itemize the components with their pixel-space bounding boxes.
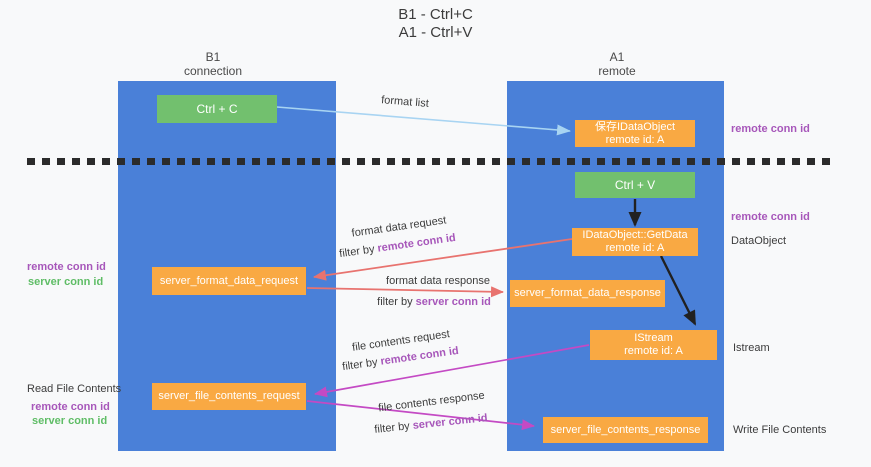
- server-format-data-request-box: server_format_data_request: [152, 267, 306, 295]
- server-file-contents-request-box: server_file_contents_request: [152, 383, 306, 410]
- remote-conn-id-right-top: remote conn id: [731, 123, 810, 135]
- server-format-data-request-label: server_format_data_request: [159, 274, 299, 287]
- dataobject-label: DataObject: [731, 235, 787, 247]
- lane-header-b1: B1 connection: [153, 50, 273, 78]
- session-separator-line: [27, 158, 833, 165]
- lane-header-a1: A1 remote: [557, 50, 677, 78]
- remote-conn-id-text-1: remote conn id: [376, 231, 457, 255]
- title-line-1: B1 - Ctrl+C: [398, 6, 473, 23]
- istream-side-label: Istream: [733, 342, 770, 354]
- istream-line2: remote id: A: [624, 345, 683, 357]
- format-list-label: format list: [380, 94, 430, 110]
- format-data-response-label: format data response: [386, 275, 490, 287]
- lane-b1-role: connection: [183, 64, 243, 78]
- save-idataobject-line1: 保存IDataObject: [594, 120, 676, 133]
- remote-conn-id-left-1: remote conn id: [27, 261, 106, 273]
- ctrl-c-label: Ctrl + C: [196, 101, 238, 116]
- server-format-data-response-box: server_format_data_response: [510, 280, 665, 307]
- filter-by-text-2: filter by: [377, 296, 416, 308]
- ctrl-c-box: Ctrl + C: [157, 95, 277, 123]
- server-conn-id-text-4: server conn id: [412, 412, 489, 432]
- lane-b1-name: B1: [205, 50, 221, 64]
- save-idataobject-box: 保存IDataObject remote id: A: [575, 120, 695, 147]
- title-line-2: A1 - Ctrl+V: [398, 24, 473, 41]
- server-file-contents-request-label: server_file_contents_request: [158, 390, 300, 402]
- remote-conn-id-right-mid: remote conn id: [731, 211, 810, 223]
- server-format-data-response-label: server_format_data_response: [514, 287, 661, 299]
- server-file-contents-response-label: server_file_contents_response: [550, 423, 701, 436]
- istream-box: IStream remote id: A: [590, 330, 717, 360]
- file-contents-response-label: file contents response: [377, 389, 486, 415]
- server-file-contents-response-box: server_file_contents_response: [543, 417, 708, 443]
- istream-line1: IStream: [634, 332, 673, 344]
- diagram-title: B1 - Ctrl+C A1 - Ctrl+V: [0, 6, 871, 42]
- file-contents-response-filter-label: filter by server conn id: [371, 412, 492, 436]
- filter-by-text-3: filter by: [341, 355, 382, 374]
- idataobject-getdata-line2: remote id: A: [605, 242, 665, 254]
- write-file-contents-label: Write File Contents: [733, 424, 827, 436]
- remote-conn-id-left-2: remote conn id: [31, 401, 110, 413]
- filter-by-text-1: filter by: [338, 242, 379, 261]
- idataobject-getdata-box: IDataObject::GetData remote id: A: [572, 228, 698, 256]
- ctrl-v-box: Ctrl + V: [575, 172, 695, 198]
- read-file-contents-label: Read File Contents: [27, 383, 122, 395]
- server-conn-id-left-1: server conn id: [28, 276, 104, 288]
- lane-a1-role: remote: [598, 64, 636, 78]
- idataobject-getdata-line1: IDataObject::GetData: [582, 229, 688, 241]
- arrow-format-data-response: [306, 286, 504, 298]
- server-conn-id-left-2: server conn id: [32, 415, 108, 427]
- save-idataobject-line2: remote id: A: [605, 133, 665, 146]
- lane-a1-name: A1: [609, 50, 625, 64]
- ctrl-v-label: Ctrl + V: [614, 177, 656, 192]
- format-data-response-filter-label: filter by server conn id: [374, 296, 494, 308]
- filter-by-text-4: filter by: [373, 419, 414, 436]
- server-conn-id-text-2: server conn id: [415, 296, 491, 308]
